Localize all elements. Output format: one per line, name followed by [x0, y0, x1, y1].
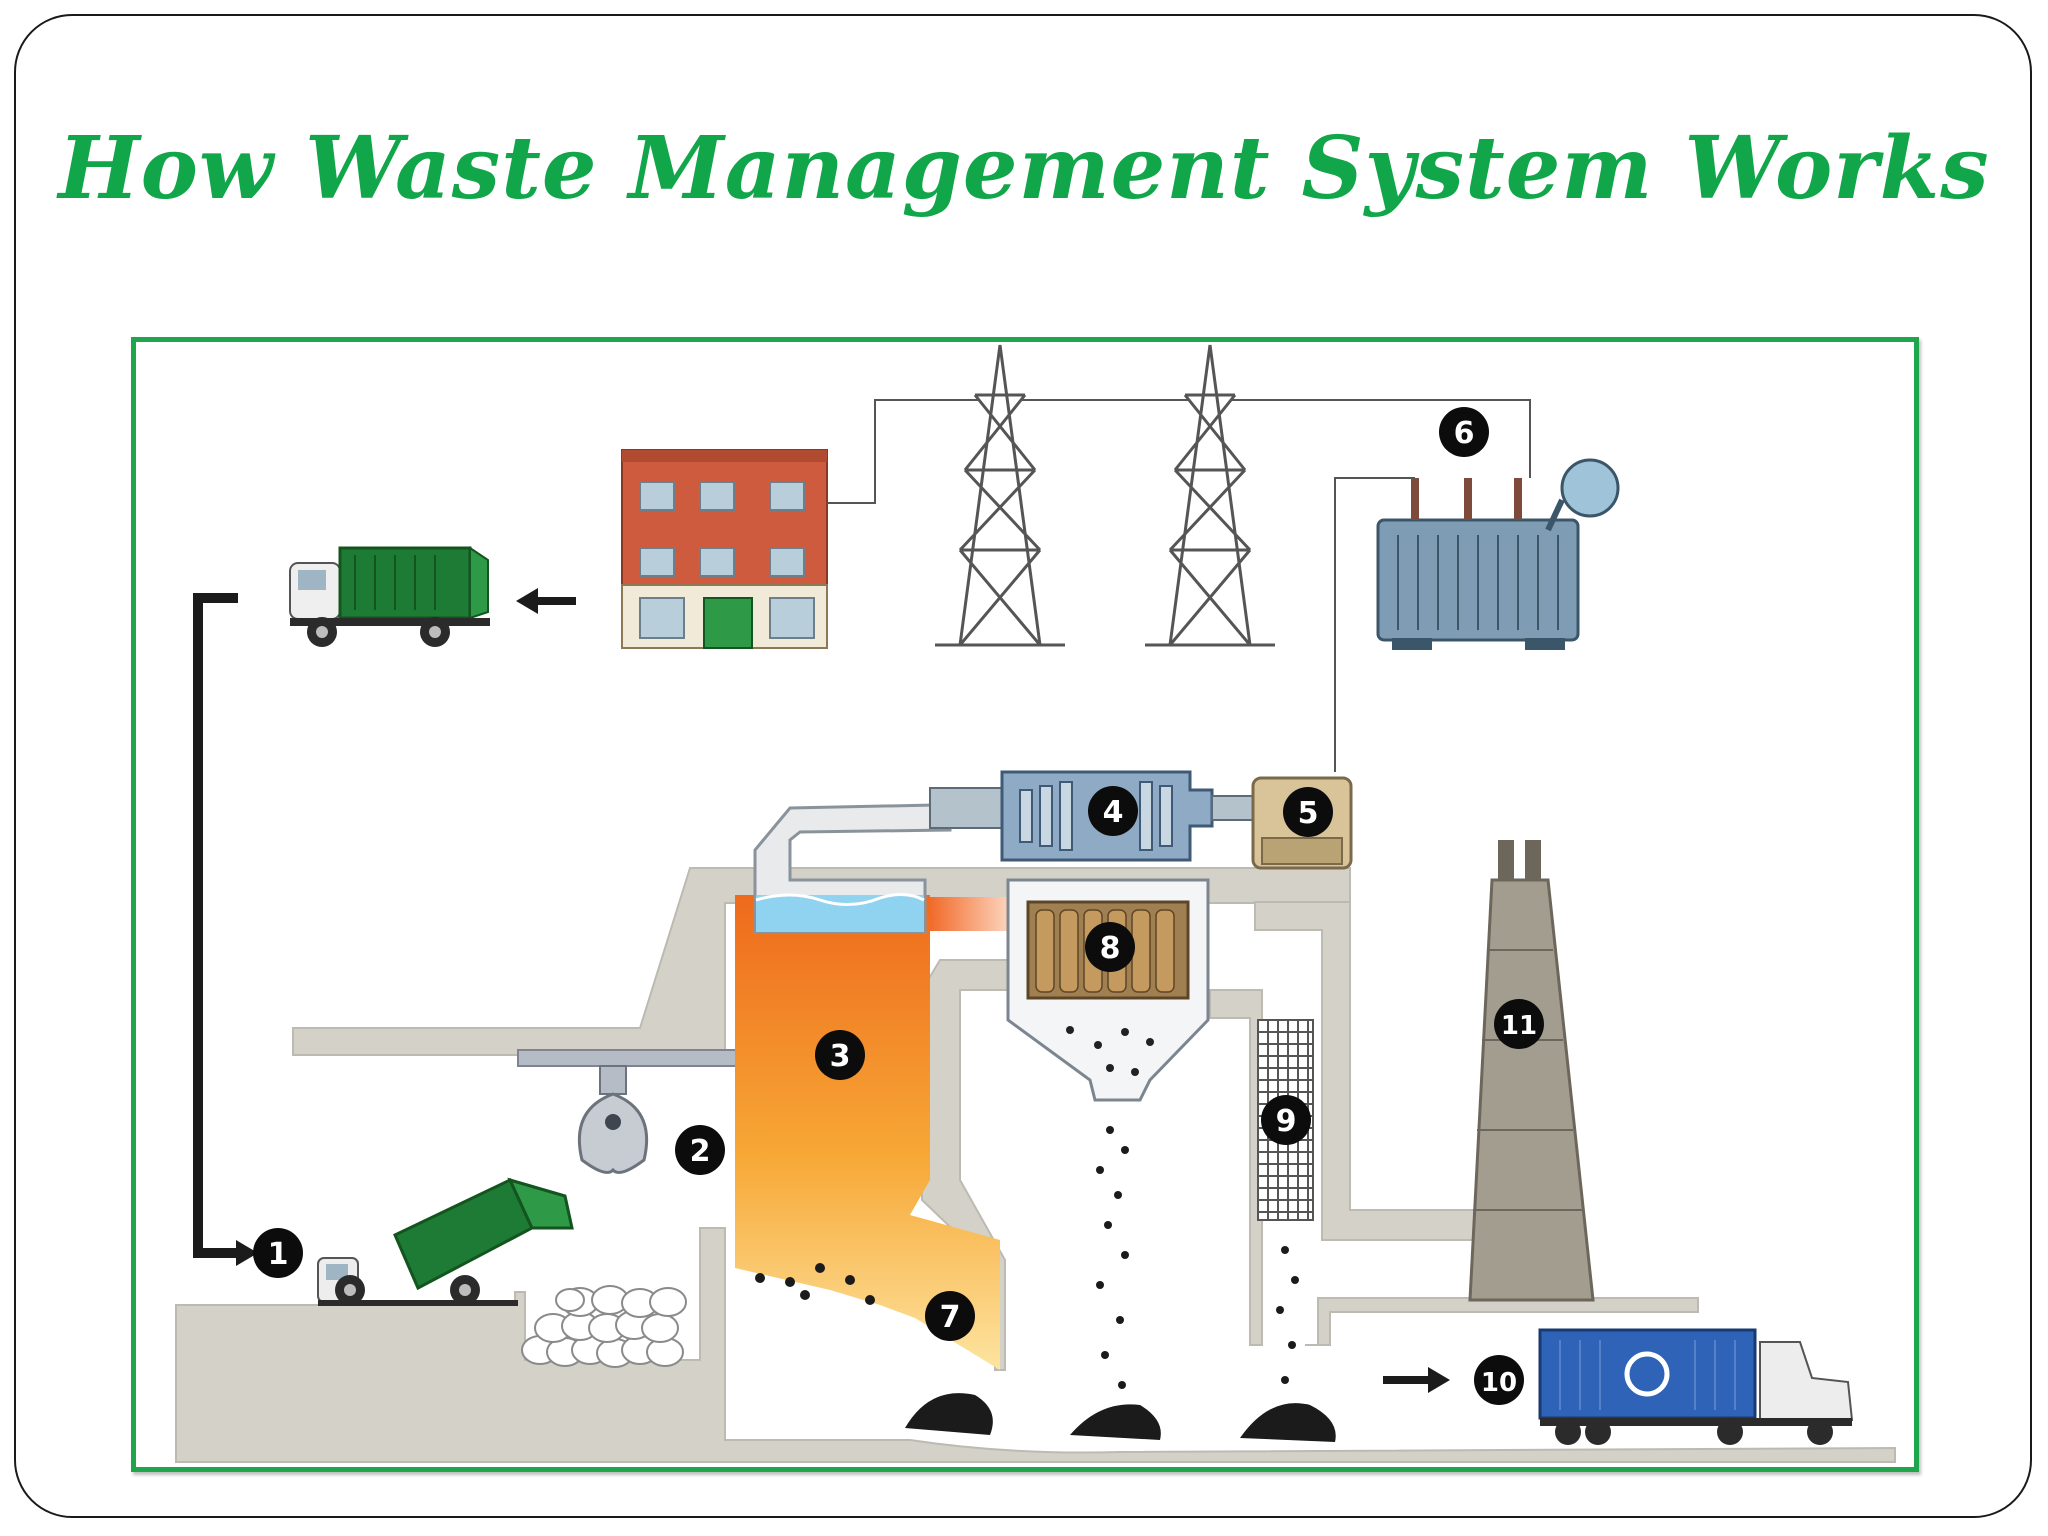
- step-marker-label: 10: [1481, 1368, 1517, 1398]
- grabber-crane-icon: [577, 1065, 649, 1174]
- step-marker-7: 7: [925, 1291, 975, 1341]
- step-marker-label: 3: [830, 1039, 851, 1074]
- slide-title: How Waste Management System Works: [58, 118, 1990, 219]
- step-marker-8: 8: [1085, 922, 1135, 972]
- step-marker-1: 1: [253, 1228, 303, 1278]
- power-wires: [827, 399, 1531, 772]
- garbage-bags: [521, 1285, 687, 1368]
- step-marker-label: 5: [1298, 796, 1319, 831]
- step-marker-9: 9: [1261, 1095, 1311, 1145]
- furnace: [735, 895, 1018, 1370]
- boiler: [753, 790, 952, 934]
- ash-particles: [755, 1126, 1336, 1442]
- dumping-truck-icon: [317, 1177, 574, 1306]
- step-marker-3: 3: [815, 1030, 865, 1080]
- chimney-icon: [1468, 840, 1595, 1302]
- step-marker-label: 8: [1100, 931, 1121, 966]
- step-marker-11: 11: [1494, 999, 1544, 1049]
- step-marker-label: 9: [1276, 1104, 1297, 1139]
- filter-icon: [1006, 878, 1210, 1102]
- step-marker-4: 4: [1088, 786, 1138, 836]
- step-marker-2: 2: [675, 1125, 725, 1175]
- flow-arrows: [193, 588, 1450, 1393]
- recycling-truck-icon: [1538, 1328, 1854, 1445]
- transformer-icon: [1376, 458, 1620, 650]
- step-marker-label: 1: [268, 1237, 289, 1272]
- transmission-tower-icon: [935, 344, 1275, 647]
- step-marker-label: 6: [1454, 416, 1475, 451]
- step-marker-label: 11: [1501, 1011, 1537, 1041]
- step-marker-10: 10: [1474, 1355, 1524, 1405]
- step-marker-label: 2: [690, 1134, 711, 1169]
- step-marker-5: 5: [1283, 787, 1333, 837]
- garbage-truck-icon: [289, 546, 490, 647]
- step-marker-label: 4: [1103, 795, 1124, 830]
- step-marker-label: 7: [940, 1300, 961, 1335]
- building-icon: [621, 449, 828, 649]
- step-marker-6: 6: [1439, 407, 1489, 457]
